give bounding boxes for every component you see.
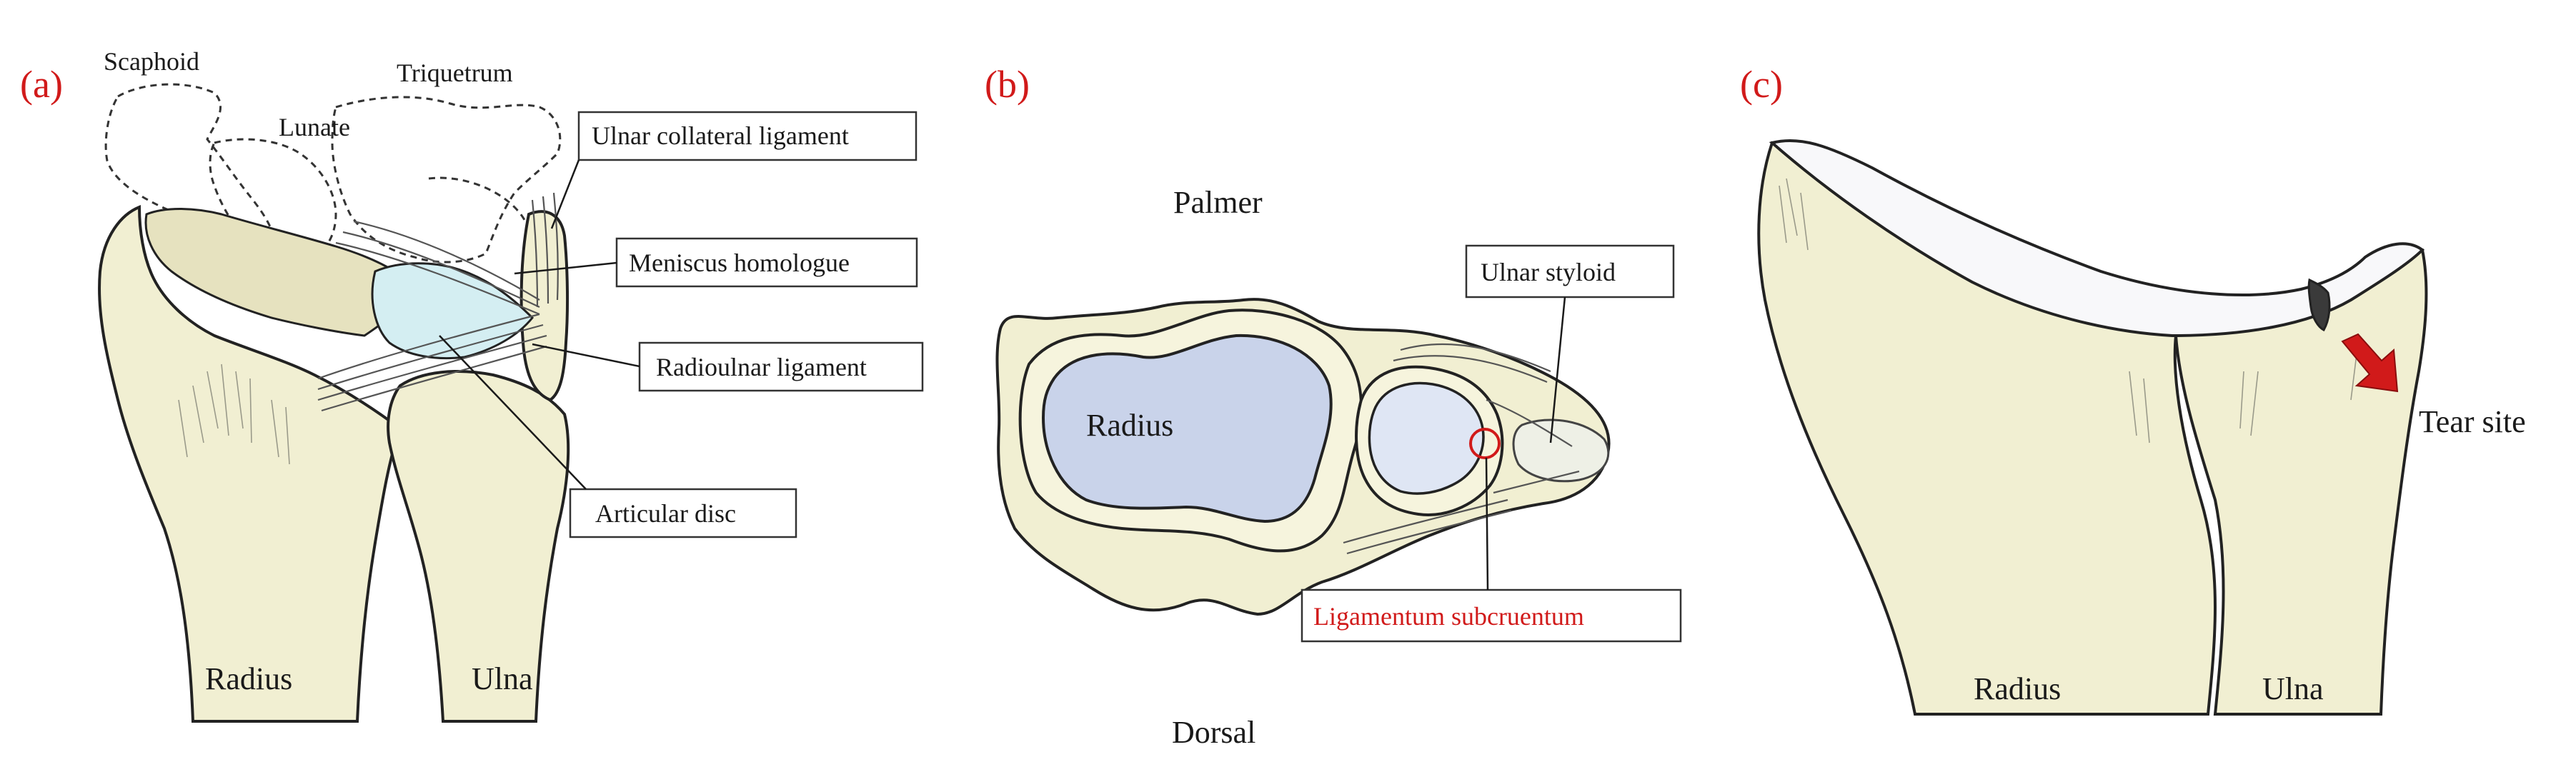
- panel-c-letter: (c): [1740, 63, 1783, 106]
- radioulnar-ligament-fibers: [317, 220, 547, 412]
- ulnar-collateral-fibers: [531, 192, 559, 308]
- tear-notch: [2307, 278, 2331, 331]
- meniscus-label: Meniscus homologue: [629, 249, 850, 277]
- tear-site-label: Tear site: [2419, 404, 2526, 439]
- dorsal-label: Dorsal: [1172, 715, 1255, 750]
- radius-label-a: Radius: [205, 661, 292, 696]
- ulna-bone-a: [387, 370, 570, 723]
- triquetrum-outline: [331, 96, 562, 264]
- panel-b-letter: (b): [985, 63, 1030, 106]
- subcruentum-box: [1301, 588, 1682, 643]
- lunate-label: Lunate: [279, 113, 350, 141]
- panel-a-letter: (a): [20, 63, 63, 106]
- subcruentum-leader: [1485, 457, 1489, 591]
- ulna-label-a: Ulna: [472, 661, 533, 696]
- panel-c: (c) Tear site Radius Ulna: [1740, 63, 2526, 716]
- ulnar-styloid-b: [1512, 418, 1610, 483]
- radius-medulla: [1041, 334, 1333, 523]
- panel-b: (b) Palmer Dorsal Radius Ulnar styloid: [985, 63, 1682, 750]
- radioulnar-label: Radioulnar ligament: [656, 353, 867, 381]
- red-arrow-icon: [2341, 333, 2399, 393]
- articular-surface-c: [1769, 139, 2425, 338]
- radioulnar-leader: [532, 343, 640, 368]
- ulnar-collateral-leader: [550, 159, 580, 229]
- ulna-medulla: [1368, 381, 1485, 495]
- ulnar-styloid-box: [1465, 244, 1675, 299]
- scaphoid-outline: [104, 83, 275, 248]
- ulnar-styloid-a: [519, 210, 570, 402]
- ulnar-styloid-label: Ulnar styloid: [1481, 258, 1616, 286]
- articular-disc-leader: [439, 335, 587, 490]
- triquetrum-label: Triquetrum: [397, 59, 513, 87]
- ulna-label-c: Ulna: [2262, 671, 2324, 706]
- articular-disc-box: [569, 488, 797, 538]
- articular-disc-a: [371, 262, 534, 360]
- radius-texture-a: [178, 364, 290, 465]
- ulnar-collateral-box: [577, 111, 917, 161]
- ulnar-collateral-label: Ulnar collateral ligament: [592, 121, 849, 150]
- radius-shading-c: [1779, 178, 2150, 443]
- meniscus-leader: [514, 261, 617, 275]
- radius-bone-a: [98, 205, 402, 723]
- radioulnar-box: [638, 341, 924, 392]
- subcruentum-label: Ligamentum subcruentum: [1313, 602, 1584, 631]
- hamate-outline: [428, 176, 530, 247]
- meniscus-box: [615, 237, 918, 288]
- radius-label-c: Radius: [1974, 671, 2061, 706]
- ulnar-styloid-leader: [1549, 296, 1566, 443]
- panel-a: (a): [20, 47, 924, 723]
- articular-disc-label: Articular disc: [595, 499, 736, 528]
- subcruentum-marker-icon: [1469, 428, 1501, 459]
- palmer-label: Palmer: [1173, 185, 1263, 220]
- radius-label-b: Radius: [1086, 408, 1173, 443]
- scaphoid-label: Scaphoid: [104, 47, 199, 76]
